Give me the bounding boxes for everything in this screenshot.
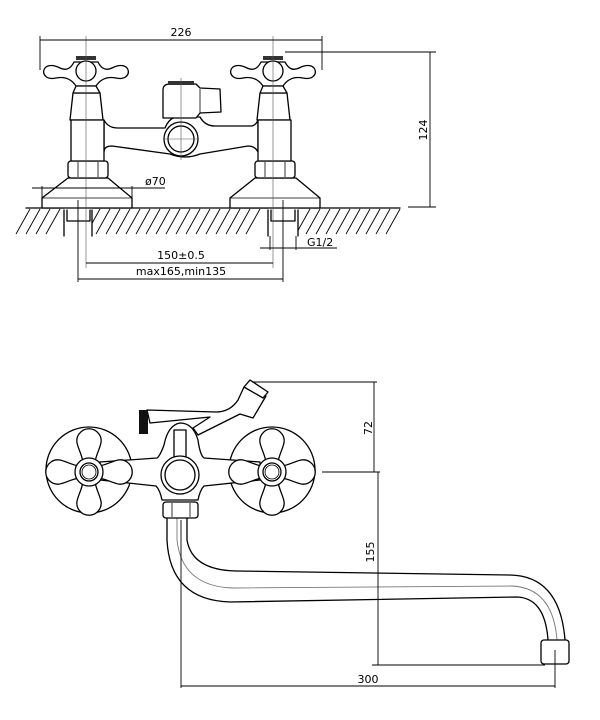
- hatch-line: [215, 208, 231, 235]
- hatch-line: [95, 208, 111, 235]
- handle-hub: [257, 457, 287, 487]
- hatch-line: [115, 208, 131, 235]
- handle-lobe: [281, 459, 316, 485]
- dim-label-155: 155: [364, 542, 377, 563]
- diverter-lever: [139, 379, 269, 436]
- dim-label-range: max165,min135: [136, 265, 226, 278]
- hatch-line: [145, 208, 161, 235]
- hatch-line: [205, 208, 221, 235]
- top-view: 72 155 300: [45, 379, 570, 688]
- right-valve-body: [256, 92, 292, 162]
- hatch-line: [15, 208, 31, 235]
- handle-lobe: [76, 428, 102, 463]
- hatch-line: [25, 208, 41, 235]
- handle-hub: [74, 457, 104, 487]
- hatch-line: [375, 208, 391, 235]
- hatch-line: [125, 208, 141, 235]
- dim-overall-height: 124: [285, 51, 436, 208]
- handle-lobe: [228, 459, 263, 485]
- hatch-line: [245, 208, 261, 235]
- hatch-line: [345, 208, 361, 235]
- dim-overall-width: 226: [39, 26, 323, 70]
- dim-spout-reach: 300: [180, 520, 556, 688]
- dim-thread: G1/2: [260, 236, 337, 250]
- dim-adjust-range: max165,min135: [77, 200, 284, 282]
- dim-label-226: 226: [171, 26, 192, 39]
- left-valve-body: [69, 92, 105, 162]
- hatch-line: [45, 208, 61, 235]
- dim-label-300: 300: [358, 673, 379, 686]
- left-hex-nut: [67, 160, 109, 179]
- hatch-line: [165, 208, 181, 235]
- hatch-line: [185, 208, 201, 235]
- hatch-line: [365, 208, 381, 235]
- wall-hatching: [15, 207, 401, 237]
- handle-cap: [262, 462, 282, 482]
- handle-lobe: [45, 459, 80, 485]
- dim-spout-drop: 155: [364, 472, 545, 666]
- hatch-line: [335, 208, 351, 235]
- dim-diverter-height: 72: [252, 381, 380, 473]
- hatch-line: [135, 208, 151, 235]
- handle-cap-inner: [81, 464, 97, 480]
- hatch-line: [385, 208, 401, 235]
- right-cross-handle-top: [228, 428, 316, 516]
- dim-center-distance: 150±0.5: [86, 249, 273, 264]
- hatch-line: [325, 208, 341, 235]
- dim-label-thread: G1/2: [307, 236, 333, 249]
- handle-cap-inner: [264, 464, 280, 480]
- hatch-line: [105, 208, 121, 235]
- hatch-line: [355, 208, 371, 235]
- hatch-line: [175, 208, 191, 235]
- hatch-line: [225, 208, 241, 235]
- hatch-line: [155, 208, 171, 235]
- handle-lobe: [76, 481, 102, 516]
- right-flange: [229, 177, 321, 209]
- handle-cap: [79, 462, 99, 482]
- diverter-knob-front: [162, 81, 222, 119]
- handle-lobe: [259, 481, 285, 516]
- handle-lobe: [259, 428, 285, 463]
- right-hex-nut: [254, 160, 296, 179]
- hatch-line: [195, 208, 211, 235]
- hatch-line: [235, 208, 251, 235]
- left-cross-handle-top: [45, 428, 133, 516]
- dim-label-150: 150±0.5: [157, 249, 205, 262]
- hatch-line: [315, 208, 331, 235]
- left-flange: [41, 177, 133, 209]
- hatch-line: [305, 208, 321, 235]
- handle-lobe: [98, 459, 133, 485]
- union-nut: [162, 501, 199, 519]
- spout: [166, 517, 570, 665]
- dim-label-124: 124: [417, 120, 430, 141]
- hatch-line: [35, 208, 51, 235]
- center-outlet-top: [160, 429, 200, 519]
- dim-label-70: ø70: [145, 175, 166, 188]
- dim-label-72: 72: [362, 421, 375, 435]
- dim-flange-diameter: ø70: [32, 175, 166, 208]
- front-view: 226 124 ø70 G1/2 150±0.5: [15, 26, 436, 282]
